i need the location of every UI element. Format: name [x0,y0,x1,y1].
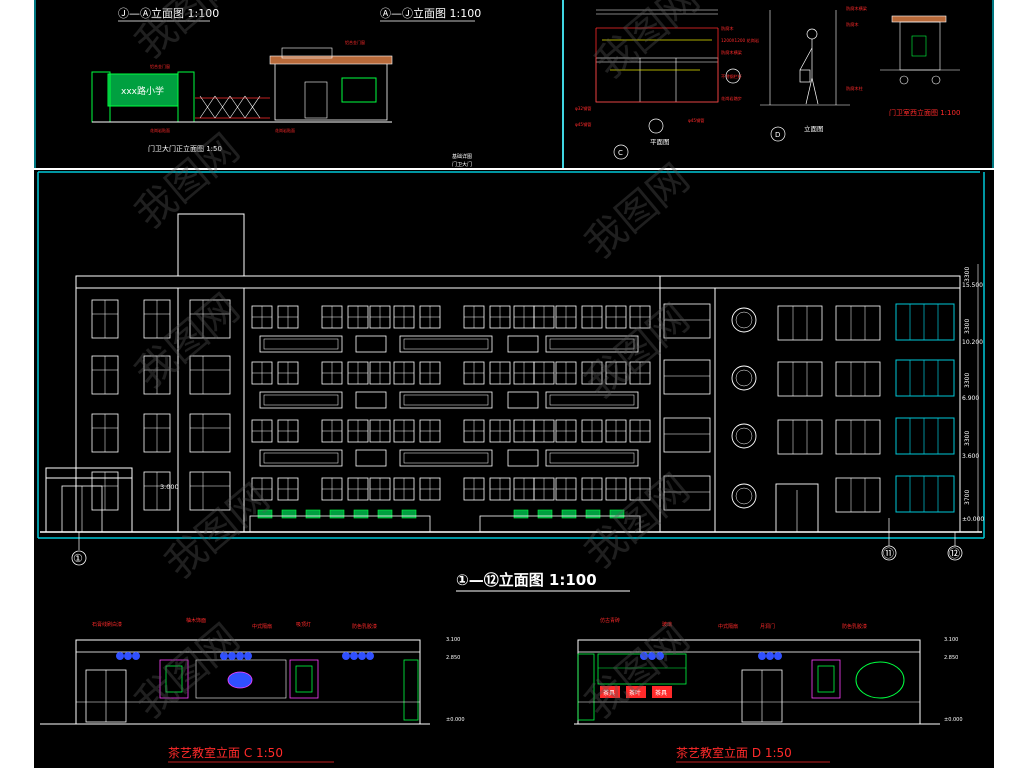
balcony [399,391,493,409]
cabinet-label-3: 茶具 [655,689,667,697]
main-annotations: 3.000 15.500 10.200 6.900 3.600 ±0.000 3… [71,264,984,592]
svg-text:不锈钢栏杆: 不锈钢栏杆 [721,73,743,80]
balcony [259,335,343,353]
window [189,299,231,339]
cabinet-label-1: 茶具 [603,689,615,697]
svg-text:防腐木: 防腐木 [846,21,859,28]
main-frame [37,171,985,539]
tea-c-label-1: 石膏线刷白漆 [92,621,122,628]
svg-text:±0.000: ±0.000 [446,717,465,723]
window [835,361,881,397]
elevation-title-j-a: Ⓙ—Ⓐ立面图 1:100 [118,6,219,20]
svg-text:±0.000: ±0.000 [944,717,963,723]
svg-text:3.100: 3.100 [446,637,460,643]
dim-5: 3700 [964,490,971,505]
tea-d-label-4: 月洞门 [760,623,775,630]
tea-c-label-5: 防色乳胶漆 [352,623,377,630]
axis-12-bubble: ⑫ [949,547,960,560]
svg-text:防腐木: 防腐木 [721,25,734,32]
school-sign: xxx路小学 [121,85,164,97]
tea-room-elevation-d: 茶具 茶叶 茶具 仿古青砖 玻璃 中式隔扇 月洞门 防色乳胶漆 3.100 2.… [574,617,963,763]
window [189,471,231,511]
detail-drawings: 防腐木 1200X1200 花岗岩 防腐木横梁 不锈钢栏杆 花岗岩踏步 防腐木横… [575,5,960,160]
tea-d-label-1: 仿古青砖 [600,617,620,624]
level-0: ±0.000 [962,516,984,523]
balcony [545,391,639,409]
plan-label: 平面图 [650,138,670,146]
svg-text:3.100: 3.100 [944,637,958,643]
tea-c-label-4: 吸顶灯 [296,621,311,628]
elevation-label: 立面图 [804,124,824,133]
gate-note-2: 门卫大门 [452,161,472,168]
level-15-5: 15.500 [962,282,983,289]
balcony [545,449,639,467]
svg-text:2.850: 2.850 [446,655,460,661]
svg-text:防腐木柱: 防腐木柱 [846,85,864,92]
glass-curtain [895,475,955,513]
window [835,477,881,513]
dim-2: 3300 [964,319,971,334]
dim-4: 3300 [964,431,971,446]
balcony [399,335,493,353]
building-windows [61,299,955,533]
balcony [259,391,343,409]
svg-text:花岗岩贴面: 花岗岩贴面 [150,127,170,133]
round-window [731,483,757,509]
balcony [545,335,639,353]
glass-curtain [895,359,955,397]
balcony [259,449,343,467]
axis-11-bubble: ⑪ [883,547,894,560]
tea-room-elevation-c: 石膏线刷白漆 柚木饰面 中式隔扇 吸顶灯 防色乳胶漆 3.100 2.850 ±… [40,617,465,763]
tea-d-label-3: 中式隔扇 [718,623,738,630]
gate-note-1: 基础详图 [452,153,472,160]
svg-text:花岗岩贴面: 花岗岩贴面 [275,127,295,133]
window [835,419,881,455]
tea-room-d-title: 茶艺教室立面 D 1:50 [676,745,792,760]
svg-text:铝合金门窗: 铝合金门窗 [150,63,170,69]
elevation-title-a-j: Ⓐ—Ⓙ立面图 1:100 [380,6,481,20]
svg-text:φ45钢管: φ45钢管 [688,117,704,124]
gate-elevation: Ⓙ—Ⓐ立面图 1:100 Ⓐ—Ⓙ立面图 1:100 xxx路小学 铝合金门窗 铝 [91,6,481,168]
glass-curtain [895,417,955,455]
axis-d-bubble: D [775,131,780,139]
tea-d-label-5: 防色乳胶漆 [842,623,867,630]
svg-text:φ45钢管: φ45钢管 [575,121,591,128]
gate-caption: 门卫大门正立面图 1:50 [148,144,222,153]
axis-1-bubble: ① [73,552,83,565]
svg-text:防腐木横梁: 防腐木横梁 [846,5,868,12]
level-3-6: 3.600 [962,453,979,460]
window [189,355,231,395]
round-window [731,307,757,333]
svg-text:1200X1200 花岗岩: 1200X1200 花岗岩 [721,37,759,44]
svg-text:铝合金门窗: 铝合金门窗 [345,39,365,45]
level-left: 3.000 [160,483,179,491]
level-10-2: 10.200 [962,339,983,346]
window [189,413,231,453]
tea-d-label-2: 玻璃 [662,621,672,628]
axis-c-bubble: C [618,149,623,157]
window [777,305,823,341]
tea-room-c-title: 茶艺教室立面 C 1:50 [168,745,283,760]
level-6-9: 6.900 [962,395,979,402]
round-window [731,423,757,449]
cabinet-label-2: 茶叶 [629,689,641,697]
svg-text:防腐木横梁: 防腐木横梁 [721,49,743,56]
glass-curtain [895,303,955,341]
window [777,419,823,455]
dim-3: 3300 [964,373,971,388]
svg-text:花岗岩踏步: 花岗岩踏步 [721,95,742,102]
round-window [731,365,757,391]
tea-c-label-2: 柚木饰面 [186,617,206,624]
balcony [399,449,493,467]
guard-room-caption: 门卫室西立面图 1:100 [889,108,960,117]
dim-1: 3300 [964,267,971,282]
window [777,361,823,397]
svg-text:φ32钢管: φ32钢管 [575,105,591,112]
main-elevation-title: ①—⑫立面图 1:100 [456,571,597,589]
svg-text:2.850: 2.850 [944,655,958,661]
window [835,305,881,341]
tea-c-label-3: 中式隔扇 [252,623,272,630]
